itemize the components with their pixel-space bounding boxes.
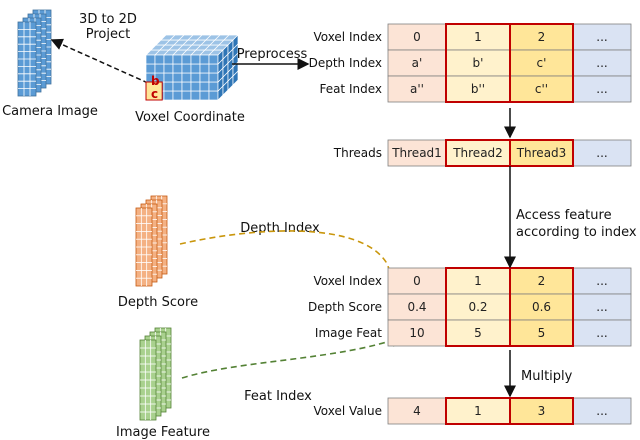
- table-cell: [387, 139, 447, 167]
- row-label: Depth Index: [309, 56, 382, 70]
- row-label: Depth Score: [308, 300, 382, 314]
- table-cell: [387, 75, 447, 103]
- depth-index-label: Depth Index: [240, 221, 320, 236]
- table-cell: [572, 397, 632, 425]
- voxel-marker-b: b: [151, 74, 160, 88]
- feat-index-arrow: [181, 334, 404, 379]
- image-feature-caption: Image Feature: [116, 425, 210, 440]
- table-cell: [572, 23, 632, 51]
- table-cell: [445, 293, 511, 321]
- depth-score-caption: Depth Score: [118, 295, 198, 310]
- table-cell-value: Thread1: [391, 146, 442, 160]
- table-cell-value: b'': [471, 82, 485, 96]
- voxel-cube-icon: [145, 34, 239, 101]
- voxel-coordinate-caption: Voxel Coordinate: [135, 110, 245, 125]
- access-feature-label-line2: according to index: [516, 225, 637, 240]
- highlight-column-border: [509, 397, 574, 425]
- camera-image-icon: [17, 9, 52, 97]
- table-cell: [445, 267, 511, 295]
- table-cell: [572, 75, 632, 103]
- table-cell: [445, 23, 511, 51]
- table-cell: [445, 75, 511, 103]
- table-cell-value: 0.6: [532, 300, 551, 314]
- row-label: Voxel Index: [313, 30, 382, 44]
- row-label: Feat Index: [319, 82, 382, 96]
- table-cell-value: c'': [535, 82, 548, 96]
- table-cell-value: 0: [413, 274, 421, 288]
- table-cell-value: 10: [409, 326, 424, 340]
- feat-index-label: Feat Index: [244, 389, 312, 404]
- table-cell-value: 5: [538, 326, 546, 340]
- table-cell-value: 0.4: [407, 300, 426, 314]
- row-label: Threads: [333, 146, 382, 160]
- table-cell-value: c': [537, 56, 547, 70]
- row-label: Image Feat: [315, 326, 382, 340]
- depth-index-arrow: [179, 230, 403, 311]
- table-cell-value: ...: [596, 326, 607, 340]
- depth-score-volume-icon: [135, 195, 168, 287]
- table-cell-value: ...: [596, 30, 607, 44]
- table-cell-value: Thread3: [516, 146, 567, 160]
- table-cell-value: 0: [413, 30, 421, 44]
- table-cell-value: ...: [596, 56, 607, 70]
- projection-label-line2: Project: [86, 27, 130, 42]
- highlight-column-border: [509, 267, 574, 347]
- table-cell-value: ...: [596, 274, 607, 288]
- table-cell-value: a': [412, 56, 423, 70]
- table-cell-value: 2: [538, 274, 546, 288]
- tables-group: Voxel Index 0 1 2... Depth Index a' b' c'... Fea…: [308, 23, 632, 425]
- table-cell-value: ...: [596, 404, 607, 418]
- row-label: Voxel Value: [314, 404, 382, 418]
- highlight-column-border: [509, 23, 574, 103]
- table-cell-value: 5: [474, 326, 482, 340]
- access-feature-label-line1: Access feature: [516, 208, 612, 223]
- table-cell-value: a'': [410, 82, 424, 96]
- preprocess-label: Preprocess: [237, 47, 308, 62]
- table-cell: [445, 49, 511, 77]
- multiply-label: Multiply: [521, 369, 573, 384]
- projection-arrow: [50, 38, 149, 84]
- table-cell-value: 3: [538, 404, 546, 418]
- table-cell-value: Thread2: [452, 146, 503, 160]
- projection-label-line1: 3D to 2D: [79, 12, 137, 27]
- table-cell-value: ...: [596, 300, 607, 314]
- table-cell: [387, 23, 447, 51]
- table-cell-value: 1: [474, 30, 482, 44]
- table-cell-value: b': [473, 56, 484, 70]
- table-cell-value: ...: [596, 82, 607, 96]
- table-cell-value: 1: [474, 274, 482, 288]
- table-cell: [387, 397, 447, 425]
- table-cell-value: 4: [413, 404, 421, 418]
- table-cell-value: 1: [474, 404, 482, 418]
- table-cell-value: 2: [538, 30, 546, 44]
- table-cell: [509, 75, 574, 103]
- table-cell: [445, 139, 511, 167]
- table-cell-value: ...: [596, 146, 607, 160]
- table-cell: [572, 319, 632, 347]
- image-feature-volume-icon: [139, 327, 172, 421]
- voxel-marker-c: c: [151, 87, 158, 101]
- camera-image-caption: Camera Image: [2, 104, 98, 119]
- table-cell: [509, 49, 574, 77]
- row-label: Voxel Index: [313, 274, 382, 288]
- table-cell: [445, 397, 511, 425]
- table-cell-value: 0.2: [468, 300, 487, 314]
- highlight-column-border: [509, 139, 574, 167]
- table-cell: [509, 397, 574, 425]
